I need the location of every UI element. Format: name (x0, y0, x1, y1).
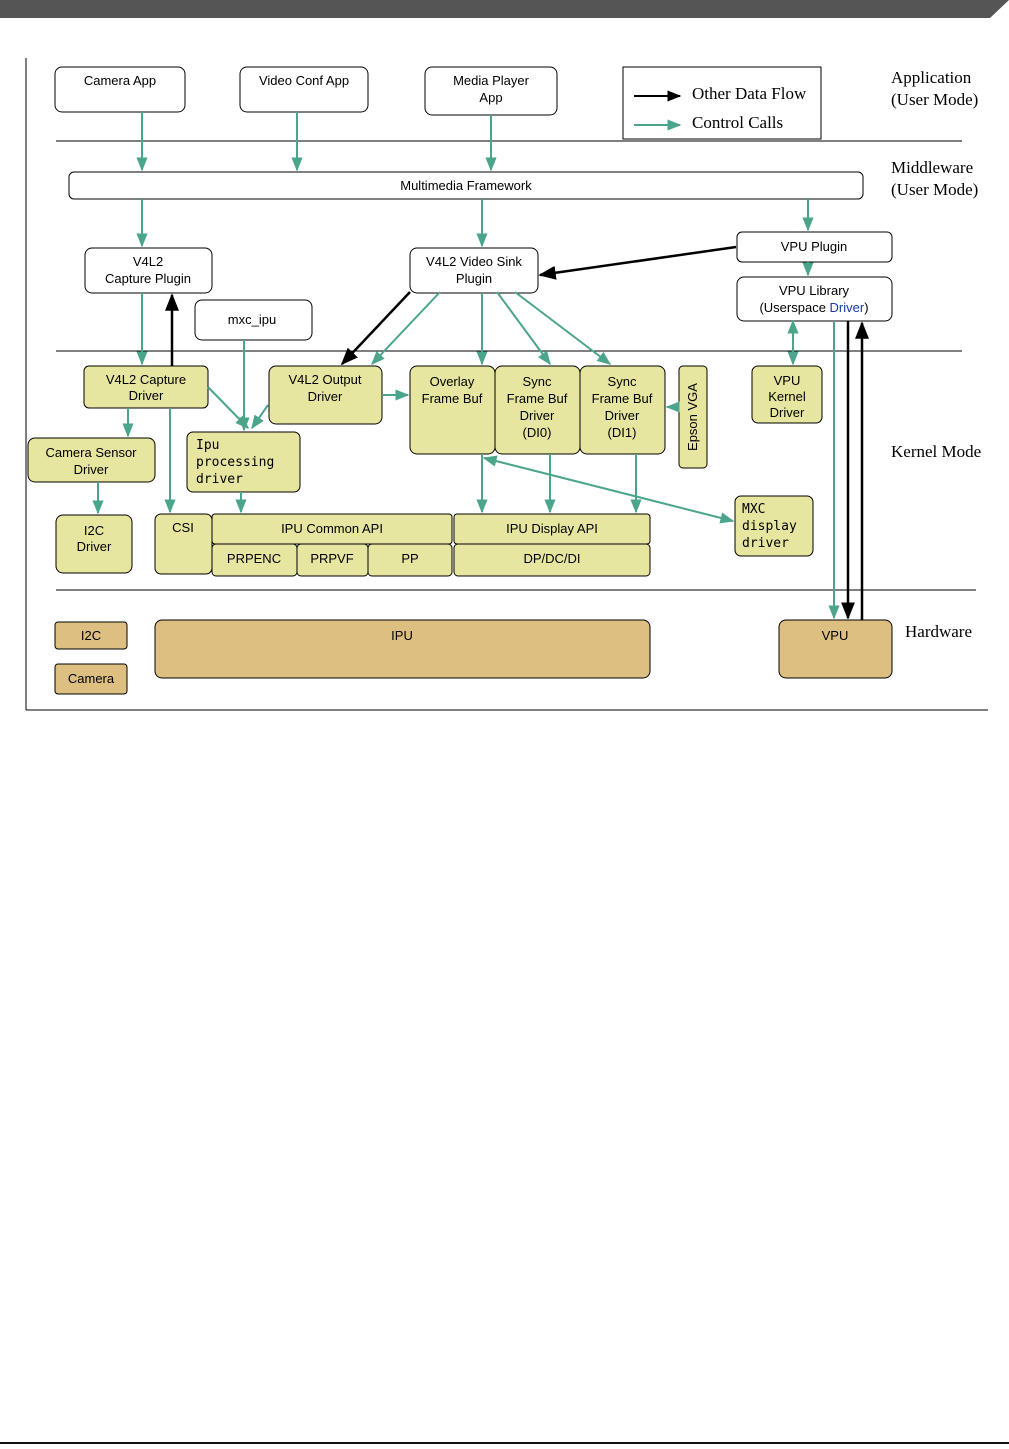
svg-text:Driver: Driver (77, 539, 112, 554)
layer-label-application-mode: (User Mode) (891, 90, 978, 109)
mxc-display-driver-box: MXC display driver (734, 495, 814, 557)
layer-label-middleware: Middleware (891, 158, 973, 177)
svg-text:Frame Buf: Frame Buf (592, 391, 653, 406)
svg-text:Capture Plugin: Capture Plugin (105, 271, 191, 286)
vpu-hardware-box: VPU (778, 619, 893, 679)
svg-text:I2C: I2C (84, 523, 104, 538)
sync-frame-buf-di0-box: Sync Frame Buf Driver (DI0) (494, 365, 581, 455)
overlay-frame-buf-box: Overlay Frame Buf (409, 365, 496, 455)
ipu-processing-driver-box: Ipu processing driver (186, 431, 301, 493)
svg-text:Camera: Camera (68, 671, 115, 686)
legend-control-calls: Control Calls (692, 113, 783, 132)
v4l2-capture-driver-box: V4L2 Capture Driver (83, 365, 209, 409)
svg-text:Video Conf App: Video Conf App (259, 73, 349, 88)
svg-text:App: App (479, 90, 502, 105)
pp-box: PP (367, 543, 453, 577)
svg-text:CSI: CSI (172, 520, 194, 535)
sync-frame-buf-di1-box: Sync Frame Buf Driver (DI1) (579, 365, 666, 455)
svg-text:Frame Buf: Frame Buf (422, 391, 483, 406)
legend: Other Data Flow Control Calls (622, 66, 822, 140)
svg-text:Driver: Driver (770, 405, 805, 420)
control-call-arrows (92, 112, 840, 620)
csi-box: CSI (154, 513, 213, 575)
ipu-hardware-box: IPU (154, 619, 651, 679)
ipu-common-api-box: IPU Common API (211, 513, 453, 545)
svg-text:display: display (742, 519, 797, 534)
layer-dividers (56, 140, 976, 591)
v4l2-capture-plugin-box: V4L2 Capture Plugin (84, 247, 213, 294)
svg-text:Sync: Sync (608, 374, 637, 389)
svg-text:Driver: Driver (308, 389, 343, 404)
svg-text:Camera Sensor: Camera Sensor (45, 445, 137, 460)
camera-sensor-driver-box: Camera Sensor Driver (27, 437, 156, 483)
svg-text:Media Player: Media Player (453, 73, 530, 88)
camera-hardware-box: Camera (54, 663, 128, 695)
architecture-diagram: Application (User Mode) Middleware (User… (25, 58, 988, 711)
v4l2-output-driver-box: V4L2 Output Driver (268, 365, 383, 425)
ipu-display-api-box: IPU Display API (453, 513, 651, 545)
svg-text:Ipu: Ipu (196, 438, 219, 453)
svg-text:Frame Buf: Frame Buf (507, 391, 568, 406)
svg-text:processing: processing (196, 455, 274, 470)
svg-text:V4L2: V4L2 (133, 254, 163, 269)
svg-text:Driver: Driver (520, 408, 555, 423)
footer-rule (0, 1442, 1009, 1444)
svg-text:driver: driver (196, 472, 243, 487)
vpu-library-box: VPU Library (Userspace Driver) (736, 276, 893, 322)
svg-text:VPU Plugin: VPU Plugin (781, 239, 847, 254)
layer-label-application: Application (891, 68, 972, 87)
svg-text:PRPENC: PRPENC (227, 551, 281, 566)
dp-dc-di-box: DP/DC/DI (453, 543, 651, 577)
svg-text:IPU Common API: IPU Common API (281, 521, 383, 536)
svg-text:DP/DC/DI: DP/DC/DI (523, 551, 580, 566)
svg-text:V4L2 Capture: V4L2 Capture (106, 372, 186, 387)
diagram-frame (25, 58, 988, 711)
svg-text:Multimedia Framework: Multimedia Framework (400, 178, 532, 193)
media-player-app-box: Media Player App (424, 66, 558, 116)
svg-text:VPU Library: VPU Library (779, 283, 850, 298)
svg-text:PRPVF: PRPVF (310, 551, 353, 566)
svg-text:V4L2 Video Sink: V4L2 Video Sink (426, 254, 522, 269)
svg-text:MXC: MXC (742, 502, 765, 517)
svg-text:(Userspace Driver): (Userspace Driver) (759, 300, 868, 315)
vpu-plugin-box: VPU Plugin (736, 231, 893, 263)
svg-text:VPU: VPU (774, 373, 801, 388)
i2c-hardware-box: I2C (54, 621, 128, 650)
v4l2-video-sink-plugin-box: V4L2 Video Sink Plugin (409, 247, 539, 294)
svg-text:Driver: Driver (129, 388, 164, 403)
legend-data-flow: Other Data Flow (692, 84, 807, 103)
svg-text:IPU: IPU (391, 628, 413, 643)
svg-text:V4L2 Output: V4L2 Output (289, 372, 362, 387)
prpenc-box: PRPENC (211, 543, 298, 577)
vpu-kernel-driver-box: VPU Kernel Driver (751, 365, 823, 424)
prpvf-box: PRPVF (296, 543, 369, 577)
epson-vga-box: Epson VGA (678, 365, 708, 469)
multimedia-framework-box: Multimedia Framework (68, 171, 864, 200)
svg-text:(DI1): (DI1) (608, 425, 637, 440)
svg-text:(DI0): (DI0) (523, 425, 552, 440)
header-band (0, 0, 1009, 18)
layer-label-middleware-mode: (User Mode) (891, 180, 978, 199)
svg-text:PP: PP (401, 551, 418, 566)
data-flow-arrows (165, 245, 869, 620)
layer-label-hardware: Hardware (905, 622, 972, 641)
svg-text:IPU Display API: IPU Display API (506, 521, 598, 536)
svg-text:Plugin: Plugin (456, 271, 492, 286)
i2c-driver-box: I2C Driver (55, 514, 133, 574)
svg-text:Camera App: Camera App (84, 73, 156, 88)
svg-text:Driver: Driver (605, 408, 640, 423)
svg-text:driver: driver (742, 536, 789, 551)
svg-text:Epson VGA: Epson VGA (685, 383, 700, 451)
svg-text:Kernel: Kernel (768, 389, 806, 404)
camera-app-box: Camera App (54, 66, 186, 113)
svg-text:Sync: Sync (523, 374, 552, 389)
video-conf-app-box: Video Conf App (239, 66, 369, 113)
mxc-ipu-box: mxc_ipu (194, 299, 313, 341)
svg-text:VPU: VPU (822, 628, 849, 643)
layer-label-kernel: Kernel Mode (891, 442, 981, 461)
svg-text:mxc_ipu: mxc_ipu (228, 312, 276, 327)
svg-text:I2C: I2C (81, 628, 101, 643)
svg-text:Overlay: Overlay (430, 374, 475, 389)
svg-text:Driver: Driver (74, 462, 109, 477)
